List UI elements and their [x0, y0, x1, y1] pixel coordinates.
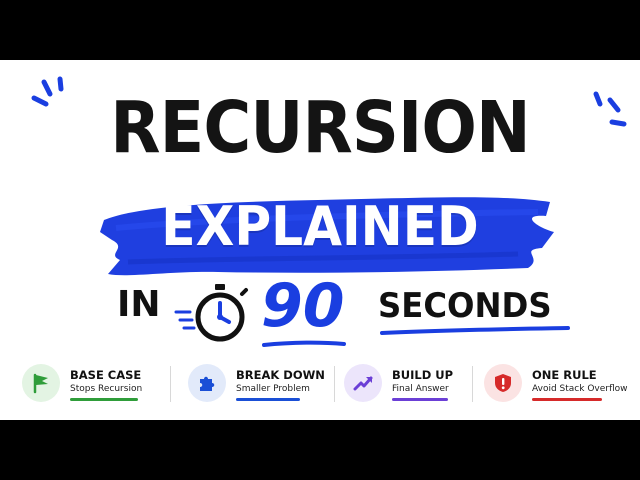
feature-divider	[334, 366, 335, 402]
feature-title: ONE RULE	[532, 368, 597, 382]
feature-subtitle: Stops Recursion	[70, 384, 143, 394]
feature-base-case: BASE CASE Stops Recursion	[22, 358, 162, 408]
feature-divider	[170, 366, 171, 402]
feature-title: BUILD UP	[392, 368, 454, 382]
headline-subtitle: EXPLAINED	[161, 195, 479, 258]
unit-underline	[380, 326, 570, 335]
feature-break-down: BREAK DOWN Smaller Problem	[188, 358, 328, 408]
feature-divider	[472, 366, 473, 402]
feature-underline	[236, 398, 300, 401]
letterbox-top	[0, 0, 640, 60]
feature-subtitle: Final Answer	[392, 384, 449, 394]
spark-right-icon	[593, 91, 627, 127]
feature-build-up: BUILD UP Final Answer	[344, 358, 484, 408]
puzzle-icon	[188, 364, 226, 402]
headline-number: 90	[261, 271, 345, 341]
feature-underline	[392, 398, 448, 401]
feature-title: BASE CASE	[70, 368, 142, 382]
feature-underline	[70, 398, 138, 401]
feature-strip: BASE CASE Stops Recursion BREAK DOWN Sma…	[22, 358, 628, 408]
feature-subtitle: Avoid Stack Overflow	[532, 384, 628, 394]
trend-up-icon	[344, 364, 382, 402]
flag-icon	[22, 364, 60, 402]
letterbox-bottom	[0, 420, 640, 480]
feature-one-rule: ONE RULE Avoid Stack Overflow	[484, 358, 628, 408]
brush-stroke	[100, 197, 554, 276]
headline-unit: SECONDS	[378, 286, 552, 326]
headline-prefix: IN	[117, 284, 161, 325]
stopwatch-icon	[174, 284, 248, 342]
number-underline	[262, 340, 346, 347]
warning-shield-icon	[484, 364, 522, 402]
thumbnail-canvas: RECURSION EXPLAINED IN 90 SECONDS	[0, 60, 640, 420]
feature-subtitle: Smaller Problem	[236, 384, 310, 394]
headline-title: RECURSION	[110, 86, 530, 169]
spark-left-icon	[31, 76, 64, 107]
feature-underline	[532, 398, 602, 401]
feature-title: BREAK DOWN	[236, 368, 325, 382]
